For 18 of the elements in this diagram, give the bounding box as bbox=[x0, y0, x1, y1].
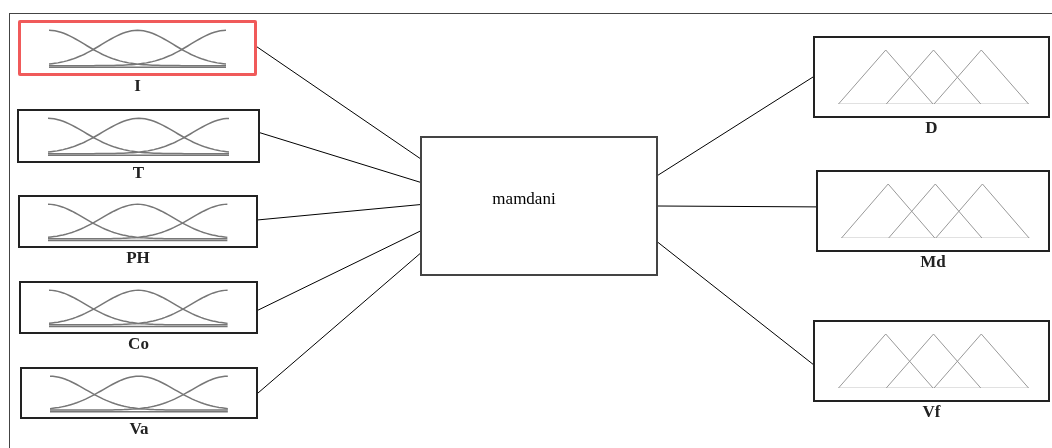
variable-label: I bbox=[134, 76, 141, 96]
variable-label: Vf bbox=[922, 402, 941, 422]
system-label: mamdani bbox=[492, 188, 556, 210]
system-box bbox=[420, 136, 658, 276]
connector-line bbox=[256, 46, 421, 159]
connector-line bbox=[657, 205, 817, 208]
connector-line bbox=[657, 76, 814, 176]
connector-line bbox=[257, 204, 421, 221]
variable-label: Co bbox=[128, 334, 149, 354]
connector-line bbox=[257, 253, 421, 394]
variable-label: Md bbox=[920, 252, 946, 272]
variable-label: D bbox=[925, 118, 938, 138]
connector-line bbox=[259, 132, 421, 183]
variable-label: T bbox=[132, 163, 145, 183]
variable-label: PH bbox=[126, 248, 150, 268]
variable-label: Va bbox=[129, 419, 149, 439]
connector-line bbox=[657, 241, 814, 365]
connector-line bbox=[257, 230, 421, 311]
